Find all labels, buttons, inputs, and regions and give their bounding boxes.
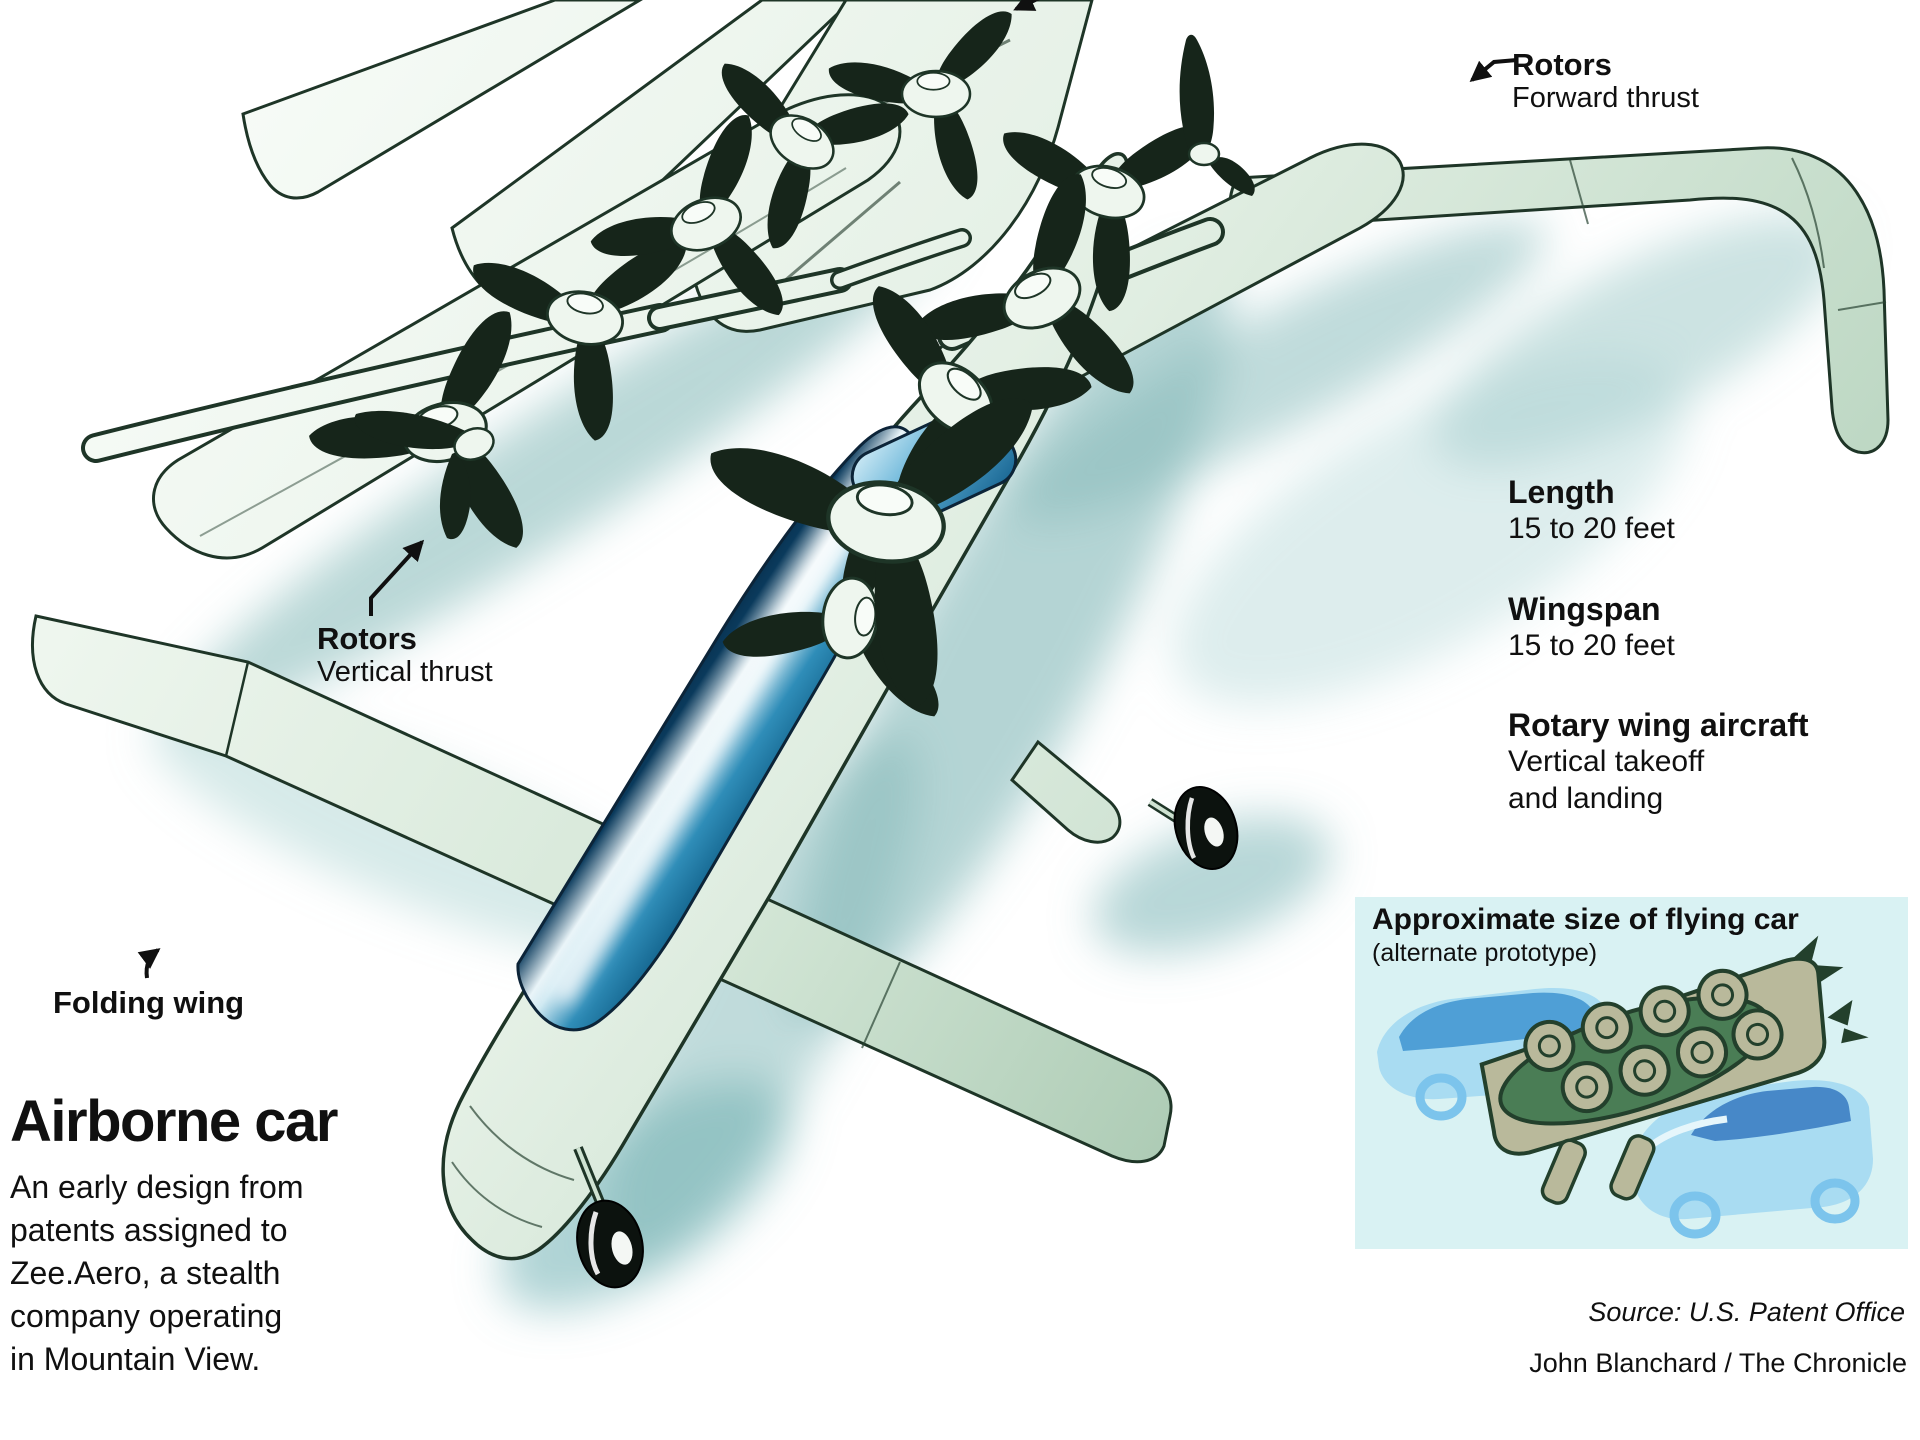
spec-length-value: 15 to 20 feet — [1508, 512, 1675, 545]
headline-description-line: in Mountain View. — [10, 1341, 261, 1377]
sedan-illustration — [1633, 1080, 1873, 1239]
credit-source: Source: U.S. Patent Office — [1588, 1297, 1905, 1327]
credit-byline: John Blanchard / The Chronicle — [1529, 1348, 1907, 1378]
callout-folding-wing: Folding wing — [53, 985, 245, 1020]
spec-aircraft-type-value-line2: and landing — [1508, 782, 1664, 815]
spec-wingspan: Wingspan 15 to 20 feet — [1508, 591, 1908, 664]
flying-car-illustration — [1479, 935, 1869, 1205]
headline-block: Airborne car An early design from patent… — [10, 1092, 370, 1381]
headline-description-line: patents assigned to — [10, 1212, 288, 1248]
headline-description-line: An early design from — [10, 1169, 304, 1205]
forward-thrust-props — [354, 34, 1255, 540]
tail-boom — [1010, 739, 1191, 844]
callout-rotors-forward: Rotors Forward thrust — [1512, 47, 1699, 115]
size-comparison-illustration — [1377, 935, 1873, 1239]
callout-rotors-vertical: Rotors Vertical thrust — [317, 621, 493, 689]
size-comparison-inset: Approximate size of flying car (alternat… — [1355, 897, 1908, 1249]
arrow-rotors-forward — [1469, 58, 1518, 82]
headline-title: Airborne car — [10, 1089, 338, 1154]
landing-gear — [573, 785, 1239, 1289]
callout-arrows — [137, 0, 1518, 979]
callout-rotors-forward-title: Rotors — [1512, 47, 1612, 82]
arrow-rotors-vertical — [369, 539, 425, 616]
arrow-folding-wing — [137, 948, 161, 979]
spec-wingspan-label: Wingspan — [1508, 591, 1661, 627]
headline-description-line: company operating — [10, 1298, 283, 1334]
shadow-wash — [149, 213, 1847, 1311]
inset-subtitle: (alternate prototype) — [1372, 939, 1598, 967]
spec-aircraft-type: Rotary wing aircraft Vertical takeoff an… — [1508, 707, 1918, 817]
spec-wingspan-value: 15 to 20 feet — [1508, 629, 1675, 662]
headline-description-line: Zee.Aero, a stealth — [10, 1255, 281, 1291]
spec-aircraft-type-value-line1: Vertical takeoff — [1508, 745, 1705, 778]
callout-rotors-forward-sub: Forward thrust — [1512, 82, 1699, 114]
spec-length: Length 15 to 20 feet — [1508, 474, 1908, 547]
spec-aircraft-type-label: Rotary wing aircraft — [1508, 707, 1809, 743]
callout-rotors-vertical-title: Rotors — [317, 621, 417, 656]
arrow-top-cutoff — [1013, 0, 1040, 11]
headline-description: An early design from patents assigned to… — [10, 1166, 370, 1381]
spec-length-label: Length — [1508, 474, 1615, 510]
callout-rotors-vertical-sub: Vertical thrust — [317, 656, 493, 688]
inset-title: Approximate size of flying car — [1372, 903, 1799, 936]
